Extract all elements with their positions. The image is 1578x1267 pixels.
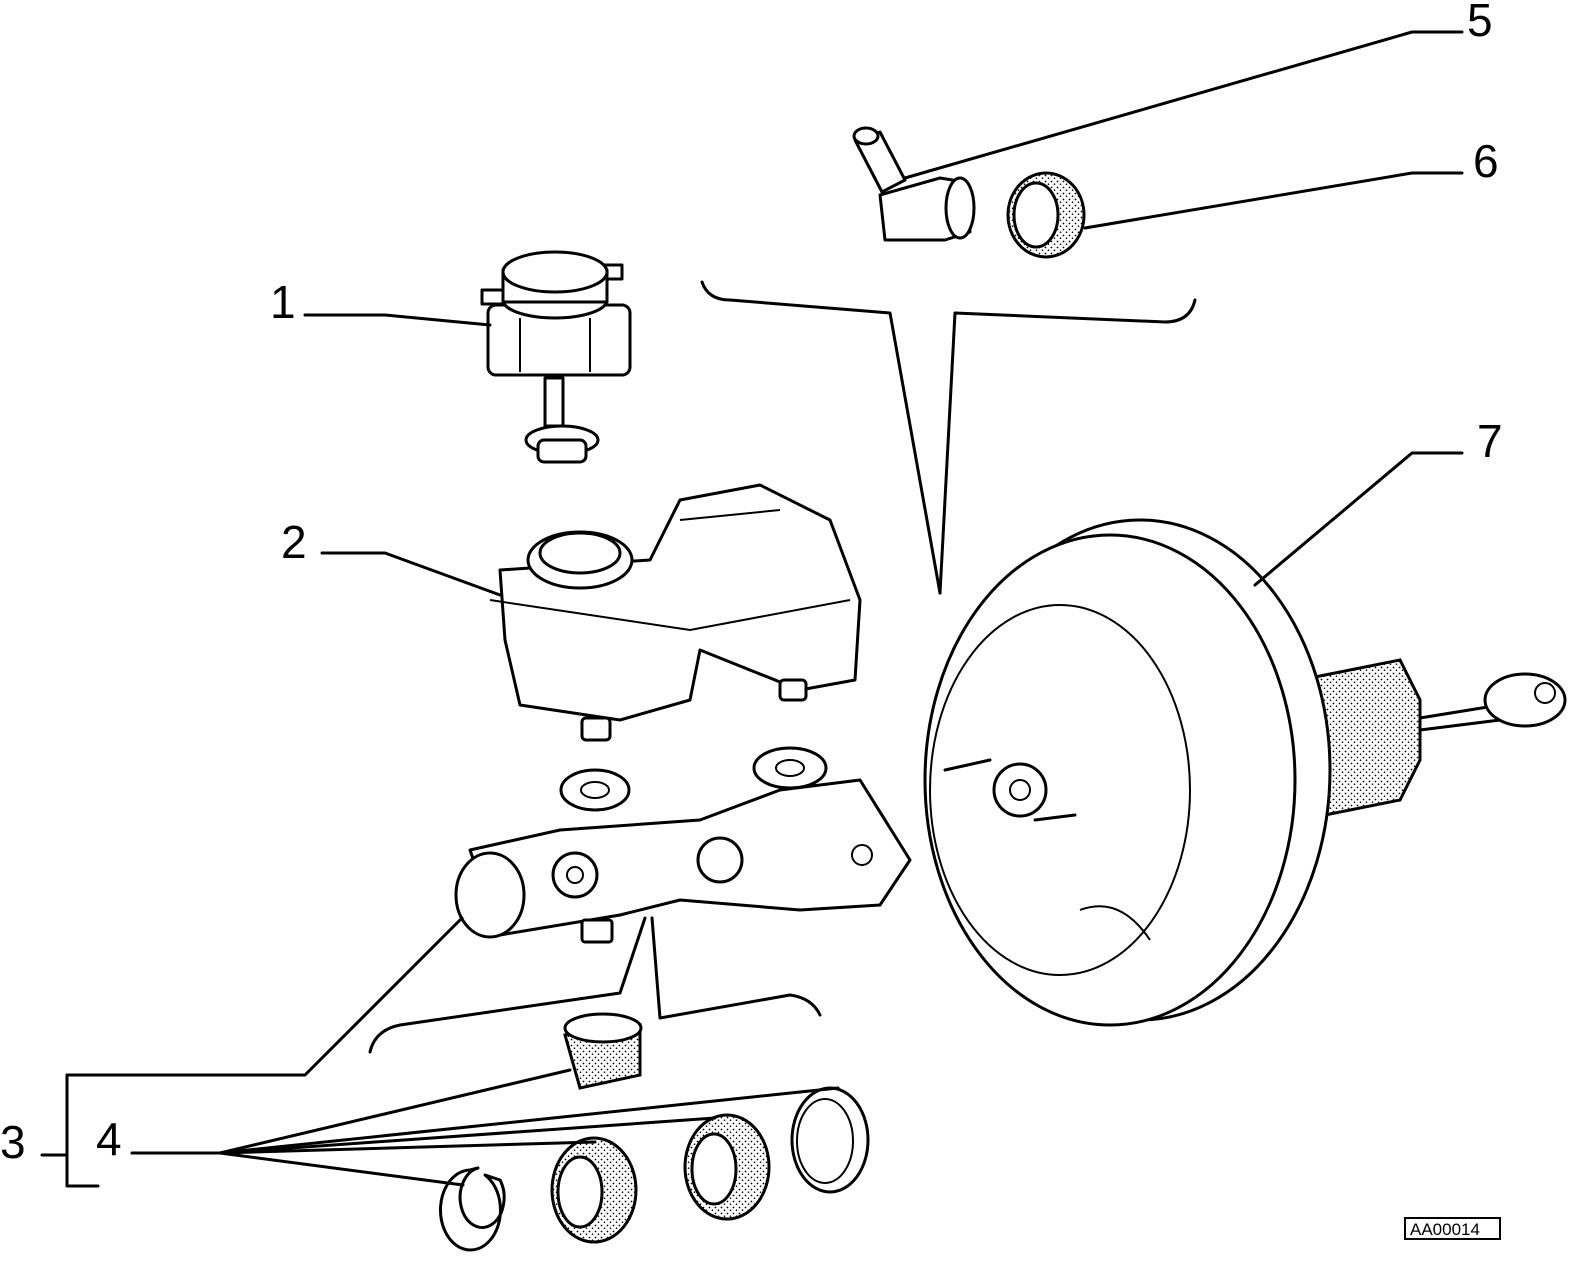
callout-1: 1 bbox=[270, 276, 296, 328]
callout-7: 7 bbox=[1477, 415, 1503, 467]
grommet bbox=[1006, 171, 1086, 259]
callout-6: 6 bbox=[1473, 135, 1499, 187]
callout-4: 4 bbox=[96, 1113, 122, 1165]
callout-5: 5 bbox=[1467, 0, 1493, 46]
reservoir-cap bbox=[480, 250, 632, 464]
reference-code-box bbox=[1404, 1217, 1501, 1240]
leader-lines bbox=[40, 30, 1464, 1188]
vacuum-hose-union bbox=[852, 126, 976, 242]
callout-2: 2 bbox=[281, 516, 307, 568]
master-cylinder bbox=[454, 746, 912, 944]
brake-fluid-reservoir bbox=[489, 483, 862, 742]
brake-servo bbox=[923, 518, 1567, 1027]
seal-kit bbox=[438, 1012, 870, 1252]
callout-3: 3 bbox=[0, 1116, 26, 1168]
reference-code: AA00014 bbox=[1410, 1220, 1480, 1239]
